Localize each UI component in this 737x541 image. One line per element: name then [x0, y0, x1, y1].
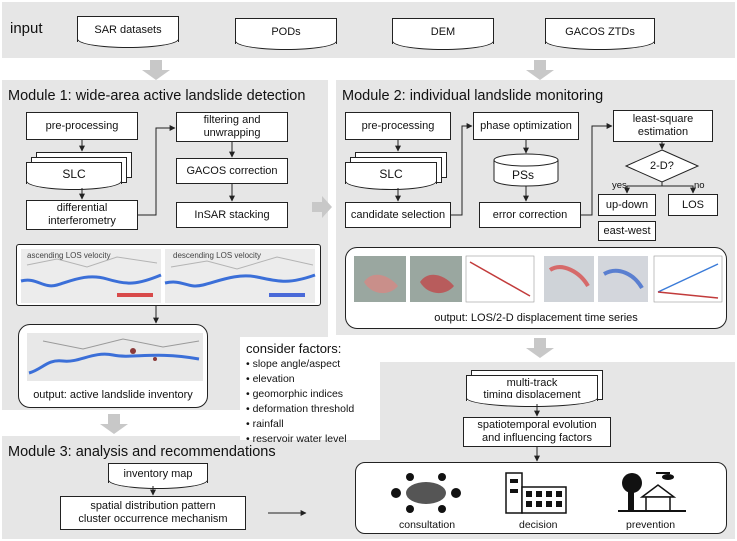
- factor-item-text: rainfall: [252, 418, 284, 430]
- module2-title: Module 2: individual landslide monitorin…: [342, 88, 604, 104]
- m1-output-label: output: active landslide inventory: [33, 389, 193, 401]
- factor-item: • rainfall: [246, 418, 284, 430]
- grey-arrow-input-m2: [526, 60, 554, 80]
- m1-asc-label: ascending LOS velocity: [27, 251, 111, 260]
- m2-updown: up-down: [598, 194, 656, 216]
- factor-item-text: slope angle/aspect: [252, 358, 341, 370]
- m2-timeseries-panels: [354, 255, 723, 303]
- m3-prevention-label: prevention: [626, 519, 676, 531]
- m3-multitrack-line1: multi-track: [506, 376, 558, 389]
- m3-inventory-map: inventory map: [108, 463, 208, 489]
- m3-multitrack-line2: timing displacement: [483, 388, 581, 401]
- grey-arrow-m1-m3: [100, 414, 128, 434]
- m3-consultation-label: consultation: [399, 519, 456, 531]
- m3-decision-label: decision: [519, 519, 558, 531]
- m3-spatial-line2: cluster occurrence mechanism: [78, 513, 228, 525]
- factor-item-text: reservoir water level: [252, 433, 347, 445]
- input-label: input: [10, 20, 43, 37]
- m2-error-corr: error correction: [479, 202, 581, 228]
- input-dem-text: DEM: [430, 25, 456, 38]
- m3-spatial-box: spatial distribution pattern cluster occ…: [60, 496, 246, 530]
- m2-slc-text: SLC: [379, 166, 403, 181]
- factor-item-text: deformation threshold: [252, 403, 355, 415]
- m2-lsq: least-square estimation: [613, 110, 713, 142]
- factors-panel: consider factors: • slope angle/aspect •…: [240, 337, 380, 445]
- m2-los: LOS: [668, 194, 718, 216]
- m3-multitrack: multi-track timing displacement: [466, 375, 598, 407]
- m3-recommendations-panel: consultation decision prevention: [355, 462, 727, 534]
- m1-preprocessing: pre-processing: [26, 112, 138, 140]
- m3-recommendation-icons: [391, 472, 686, 514]
- m1-slc-text: SLC: [62, 166, 86, 181]
- m1-stacking: InSAR stacking: [176, 202, 288, 228]
- m2-candidate: candidate selection: [345, 202, 451, 228]
- factor-item: • deformation threshold: [246, 403, 355, 415]
- input-sar-datasets: SAR datasets: [77, 16, 179, 48]
- m3-spatiotemporal: spatiotemporal evolution and influencing…: [463, 417, 611, 447]
- m2-preprocessing: pre-processing: [345, 112, 451, 140]
- factor-item: • geomorphic indices: [246, 388, 344, 400]
- m1-velocity-panel: ascending LOS velocity descending LOS ve…: [16, 244, 321, 306]
- grey-arrow-m2-m3: [526, 338, 554, 358]
- m2-output-label: output: LOS/2-D displacement time series: [434, 312, 638, 324]
- m2-phase-opt: phase optimization: [473, 112, 579, 140]
- factors-heading: consider factors:: [246, 341, 342, 356]
- m1-output-panel: output: active landslide inventory: [18, 324, 208, 408]
- m1-velocity-maps: [20, 249, 316, 303]
- input-gacos-text: GACOS ZTDs: [565, 25, 635, 38]
- input-pods: PODs: [235, 18, 337, 50]
- m1-inventory-map: [27, 333, 203, 381]
- m3-spatiotemporal-line1: spatiotemporal evolution: [477, 419, 597, 431]
- module1-title: Module 1: wide-area active landslide det…: [8, 88, 306, 104]
- input-dem: DEM: [392, 18, 494, 50]
- factor-item-text: geomorphic indices: [252, 388, 344, 400]
- m1-filtering: filtering and unwrapping: [176, 112, 288, 142]
- decision-icon: [505, 472, 567, 514]
- m2-yes-label: yes: [612, 180, 627, 191]
- m1-desc-label: descending LOS velocity: [173, 251, 262, 260]
- m2-slc: SLC: [345, 162, 437, 190]
- m3-spatial-line1: spatial distribution pattern: [90, 500, 216, 512]
- factor-item-text: elevation: [252, 373, 295, 385]
- m2-pss-label: PSs: [512, 168, 535, 182]
- prevention-icon: [618, 472, 686, 512]
- consultation-icon: [391, 473, 461, 513]
- factor-item: • elevation: [246, 373, 295, 385]
- m2-output-panel: output: LOS/2-D displacement time series: [345, 247, 727, 329]
- m2-decision-label: 2-D?: [650, 160, 674, 172]
- m1-diff-interferometry: differential interferometry: [26, 200, 138, 230]
- input-gacos: GACOS ZTDs: [545, 18, 655, 50]
- input-sar-datasets-text: SAR datasets: [94, 23, 162, 36]
- module3-title: Module 3: analysis and recommendations: [8, 444, 276, 460]
- factor-item: • slope angle/aspect: [246, 358, 341, 370]
- m2-no-label: no: [694, 180, 705, 191]
- grey-arrow-input-m1: [142, 60, 170, 80]
- m1-slc: SLC: [26, 162, 122, 190]
- m3-spatiotemporal-line2: and influencing factors: [481, 432, 593, 444]
- input-pods-text: PODs: [271, 25, 301, 38]
- m3-inventory-map-text: inventory map: [123, 467, 193, 480]
- m1-gacos: GACOS correction: [176, 158, 288, 184]
- factor-item: • reservoir water level: [246, 433, 347, 445]
- m2-eastwest: east-west: [598, 221, 656, 241]
